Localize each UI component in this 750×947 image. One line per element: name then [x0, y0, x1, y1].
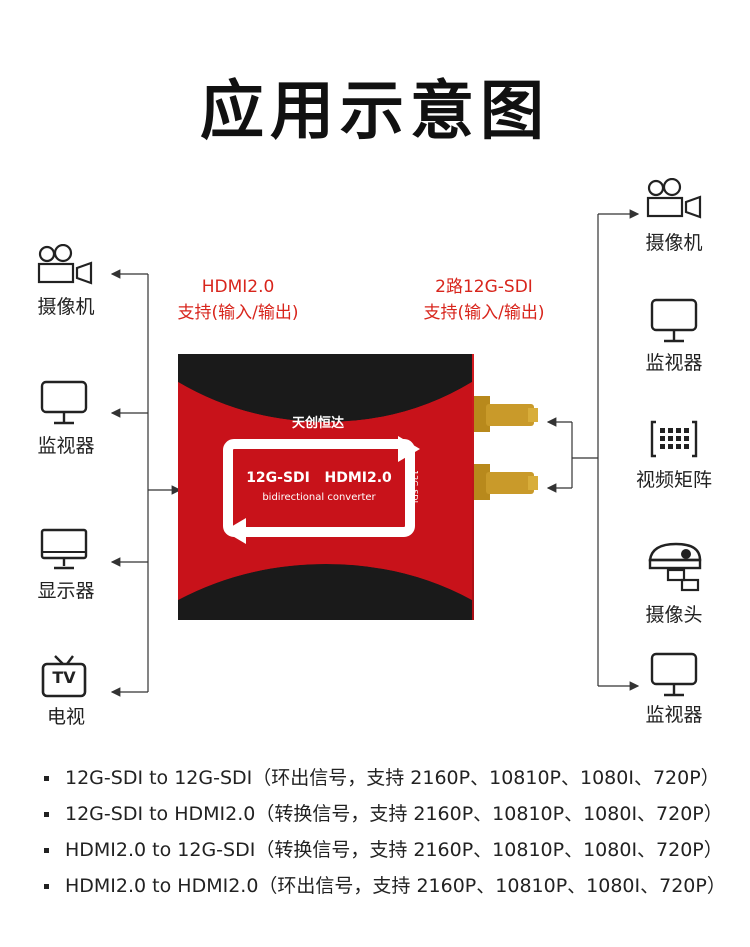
- left-device-label-1: 监视器: [37, 435, 95, 457]
- feature-text: 12G-SDI to HDMI2.0（转换信号，支持 2160P、10810P、…: [65, 803, 723, 825]
- video-matrix-icon: [650, 420, 698, 458]
- left-device-label-2: 显示器: [37, 580, 95, 602]
- right-device-label-0: 摄像机: [645, 232, 703, 254]
- device-model: 12G-SDI HDMI2.0: [246, 470, 392, 486]
- camera-icon: [646, 178, 702, 219]
- display-icon: [40, 528, 88, 570]
- page-title: 应用示意图: [200, 75, 550, 149]
- left-port-line1: HDMI2.0: [201, 277, 275, 297]
- camera-icon: [37, 244, 93, 285]
- feature-text: HDMI2.0 to HDMI2.0（环出信号，支持 2160P、10810P、…: [65, 875, 726, 897]
- monitor-icon: [650, 652, 698, 697]
- feature-item: HDMI2.0 to 12G-SDI（转换信号，支持 2160P、10810P、…: [44, 832, 726, 868]
- feature-text: 12G-SDI to 12G-SDI（环出信号，支持 2160P、10810P、…: [65, 767, 720, 789]
- right-device-label-1: 监视器: [645, 352, 703, 374]
- tv-icon-text: TV: [52, 668, 76, 687]
- tv-icon: TV: [41, 654, 89, 698]
- bullet-dot-icon: [44, 776, 49, 781]
- device-side-right: 12G-SDI: [409, 470, 419, 503]
- right-port-caption: 2路12G-SDI 支持(输入/输出): [374, 274, 594, 326]
- feature-item: 12G-SDI to 12G-SDI（环出信号，支持 2160P、10810P、…: [44, 760, 726, 796]
- right-device-label-4: 监视器: [645, 704, 703, 726]
- monitor-icon: [40, 380, 88, 425]
- right-port-line2: 支持(输入/输出): [423, 303, 545, 323]
- bullet-dot-icon: [44, 884, 49, 889]
- left-port-caption: HDMI2.0 支持(输入/输出): [128, 274, 348, 326]
- right-device-label-2: 视频矩阵: [635, 469, 712, 491]
- device-subtitle: bidirectional converter: [262, 492, 376, 503]
- monitor-icon: [650, 298, 698, 343]
- brand-logo-text: 天创恒达: [292, 416, 345, 431]
- feature-text: HDMI2.0 to 12G-SDI（转换信号，支持 2160P、10810P、…: [65, 839, 723, 861]
- left-port-line2: 支持(输入/输出): [177, 303, 299, 323]
- bullet-dot-icon: [44, 848, 49, 853]
- right-port-line1: 2路12G-SDI: [435, 277, 533, 297]
- security-camera-icon: [648, 542, 702, 592]
- feature-item: HDMI2.0 to HDMI2.0（环出信号，支持 2160P、10810P、…: [44, 868, 726, 904]
- device-side-left: HDMI2.0: [224, 469, 234, 504]
- right-device-label-3: 摄像头: [645, 604, 703, 626]
- left-device-label-3: 电视: [46, 706, 85, 728]
- bullet-dot-icon: [44, 812, 49, 817]
- feature-item: 12G-SDI to HDMI2.0（转换信号，支持 2160P、10810P、…: [44, 796, 726, 832]
- converter-device-graphic: [178, 354, 538, 620]
- left-device-label-0: 摄像机: [37, 296, 95, 318]
- converter-device: 天创恒达 12G-SDI HDMI2.0 bidirectional conve…: [176, 352, 551, 624]
- feature-list: 12G-SDI to 12G-SDI（环出信号，支持 2160P、10810P、…: [44, 760, 726, 904]
